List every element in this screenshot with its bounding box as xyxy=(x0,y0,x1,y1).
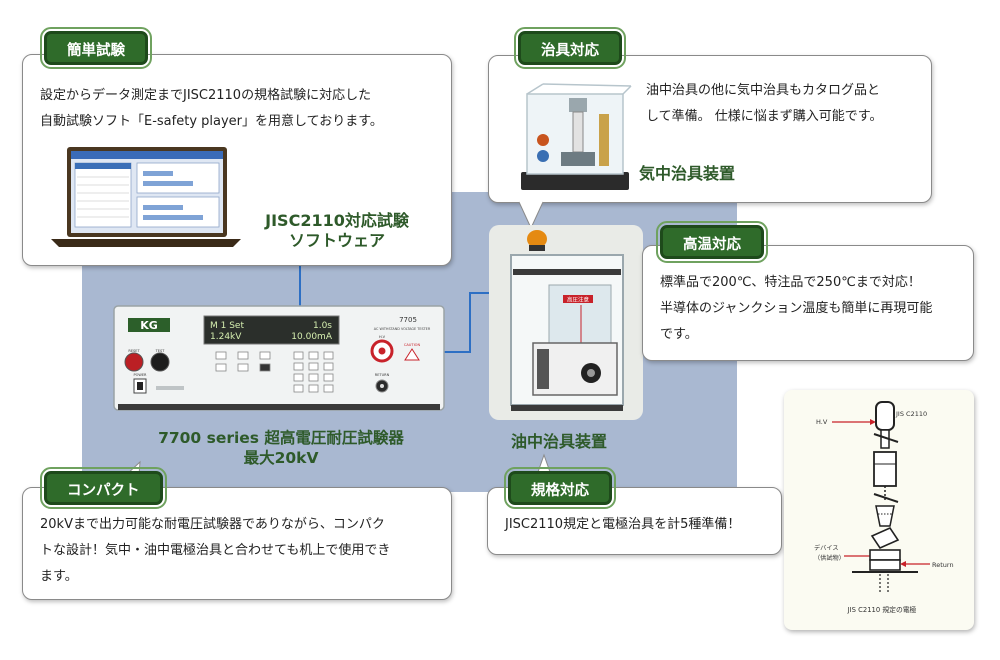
power-label: POWER xyxy=(134,373,148,377)
software-caption-1: JISC2110対応試験 xyxy=(265,211,409,230)
air-jig-image xyxy=(521,83,632,190)
diagram-return-label: Return xyxy=(932,561,954,569)
oil-jig-image: 高圧注意 xyxy=(489,225,643,420)
model-number: 7705 xyxy=(399,316,417,324)
simple-test-text-2: 自動試験ソフト「E-safety player」を用意しております。 xyxy=(40,114,383,129)
air-jig-caption: 気中治具装置 xyxy=(639,164,736,183)
standard-text-1: JISC2110規定と電極治具を計5種準備！ xyxy=(505,517,741,532)
model-subtitle: AC WITHSTAND VOLTAGE TESTER xyxy=(374,327,431,331)
display-line1-left: M 1 Set xyxy=(210,321,244,331)
software-caption-2: ソフトウェア xyxy=(288,231,385,250)
diagram-hv-label: H.V xyxy=(816,418,828,426)
simple-test-box: 設定からデータ測定までJISC2110の規格試験に対応した 自動試験ソフト「E-… xyxy=(22,54,452,266)
oil-jig-caption: 油中治具装置 xyxy=(510,432,607,451)
withstand-tester-device: KG M 1 Set 1.0s 1.24kV 10.00mA 7705 AC W… xyxy=(113,305,445,411)
reset-label: RESET xyxy=(128,349,140,353)
compact-tab: コンパクト xyxy=(40,467,166,509)
diagram-device-label-1: デバイス xyxy=(814,544,839,552)
simple-test-text-1: 設定からデータ測定までJISC2110の規格試験に対応した xyxy=(40,88,372,103)
standard-box: JISC2110規定と電極治具を計5種準備！ xyxy=(487,487,782,555)
display-line2-left: 1.24kV xyxy=(210,332,242,342)
compact-text-2: トな設計！気中・油中電極治具と合わせても机上で使用でき xyxy=(40,543,391,558)
display-line2-right: 10.00mA xyxy=(291,332,333,342)
high-temp-tab: 高温対応 xyxy=(656,221,768,263)
display-line1-right: 1.0s xyxy=(313,321,332,331)
brand-logo: KG xyxy=(140,319,158,332)
standard-tab: 規格対応 xyxy=(504,467,616,509)
high-temp-text-1: 標準品で200℃、特注品で250℃まで対応！ xyxy=(660,275,921,290)
jig-text-2: して準備。 仕様に悩まず購入可能です。 xyxy=(646,109,883,124)
laptop-software-image xyxy=(51,147,241,247)
reset-button[interactable] xyxy=(124,352,144,372)
return-terminal-label: RETURN xyxy=(375,373,390,377)
test-label: TEST xyxy=(155,349,166,353)
test-button[interactable] xyxy=(150,352,170,372)
device-caption-2: 最大20kV xyxy=(243,449,319,467)
compact-text-1: 20kVまで出力可能な耐電圧試験器でありながら、コンパク xyxy=(40,517,385,532)
jig-box: 油中治具の他に気中治具もカタログ品と して準備。 仕様に悩まず購入可能です。 気… xyxy=(488,55,932,230)
device-caption-1: 7700 series 超高電圧耐圧試験器 xyxy=(158,429,404,447)
compact-box: 20kVまで出力可能な耐電圧試験器でありながら、コンパク トな設計！気中・油中電… xyxy=(22,487,452,600)
jig-text-1: 油中治具の他に気中治具もカタログ品と xyxy=(646,83,881,98)
hv-terminal-label: H.V xyxy=(379,335,386,339)
simple-test-tab: 簡単試験 xyxy=(40,27,152,69)
diagram-device-label-2: （供試物） xyxy=(814,554,845,562)
high-temp-text-2: 半導体のジャンクション温度も簡単に再現可能 xyxy=(660,301,933,316)
compact-text-3: ます。 xyxy=(40,569,78,584)
high-temp-box: 標準品で200℃、特注品で250℃まで対応！ 半導体のジャンクション温度も簡単に… xyxy=(642,245,974,361)
diagram-caption: JIS C2110 規定の電極 xyxy=(847,605,917,614)
electrode-diagram: H.V JIS C2110 デバイス （供試物） Return JIS C211… xyxy=(814,401,954,614)
high-voltage-badge: 高圧注意 xyxy=(567,296,590,304)
caution-label: CAUTION xyxy=(404,343,421,347)
diagram-jis-top-label: JIS C2110 xyxy=(895,410,927,418)
keypad-left[interactable] xyxy=(215,351,271,372)
keypad-right[interactable] xyxy=(293,351,334,393)
high-temp-text-3: です。 xyxy=(660,327,698,342)
jig-tab: 治具対応 xyxy=(514,27,626,69)
